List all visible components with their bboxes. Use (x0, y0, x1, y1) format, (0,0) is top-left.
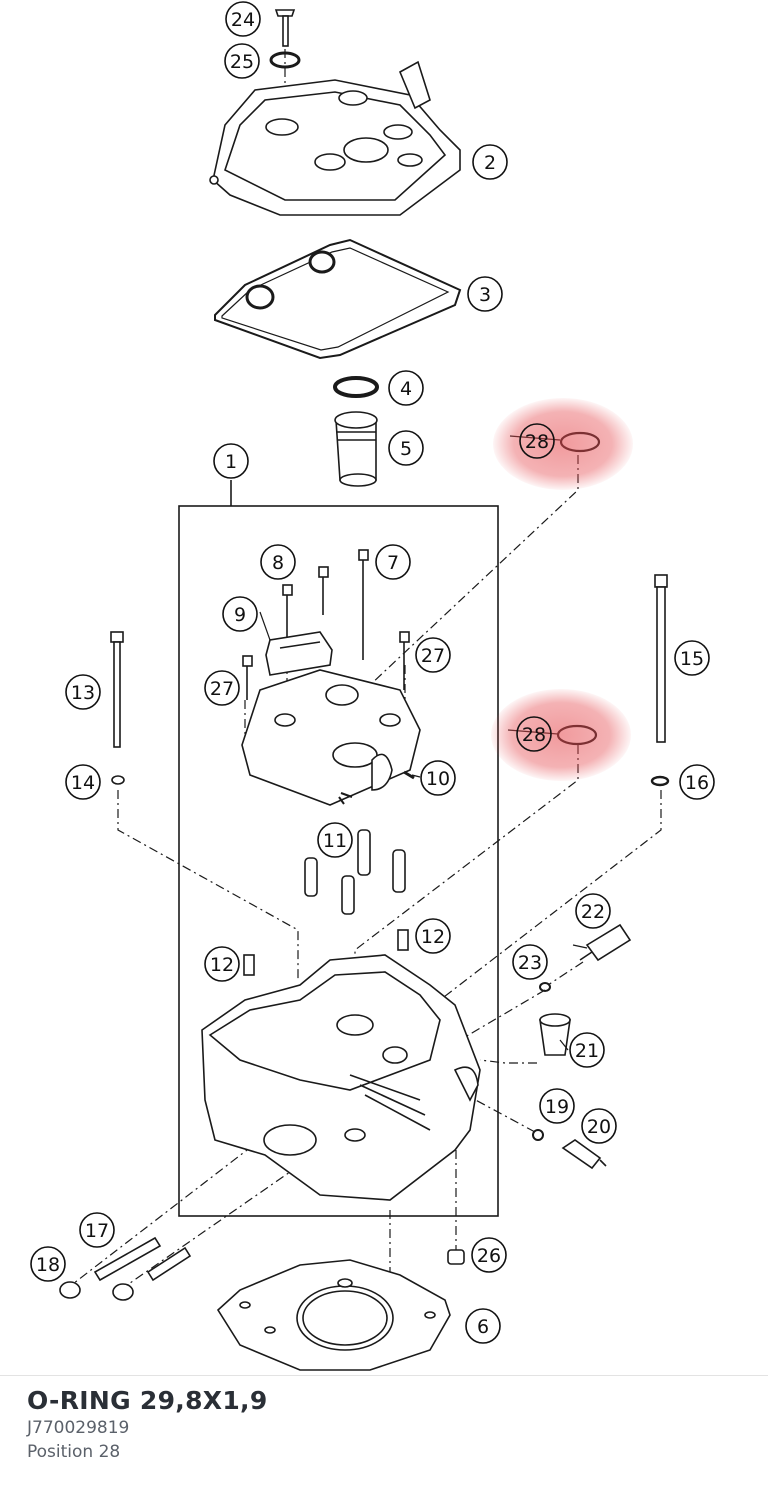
callout-label: 24 (231, 9, 255, 31)
callout-label: 5 (400, 438, 412, 460)
washer-16 (650, 775, 670, 787)
callout-20[interactable]: 20 (581, 1108, 617, 1144)
cap-26 (447, 1249, 465, 1265)
bolts-camshaft-bearing (242, 549, 410, 700)
washer-14 (111, 775, 125, 785)
callout-19[interactable]: 19 (539, 1088, 575, 1124)
screw-10a (338, 792, 353, 805)
callout-label: 11 (323, 830, 347, 852)
callout-label: 20 (587, 1116, 611, 1138)
callout-label: 8 (272, 552, 284, 574)
screw-10b (403, 770, 415, 780)
callout-label: 3 (479, 284, 491, 306)
callout-label: 1 (225, 451, 237, 473)
gasket-3 (214, 238, 462, 360)
callout-12[interactable]: 12 (415, 918, 451, 954)
callout-label: 10 (426, 768, 450, 790)
callout-8[interactable]: 8 (260, 544, 296, 580)
callout-28[interactable]: 28 (519, 423, 555, 459)
callout-label: 25 (230, 51, 254, 73)
callout-21[interactable]: 21 (569, 1032, 605, 1068)
callout-27[interactable]: 27 (415, 637, 451, 673)
callout-label: 17 (85, 1220, 109, 1242)
screw-24 (274, 9, 296, 47)
callout-22[interactable]: 22 (575, 893, 611, 929)
callout-label: 6 (477, 1316, 489, 1338)
callout-label: 19 (545, 1096, 569, 1118)
part-number: J770029819 (27, 1418, 130, 1438)
callout-28[interactable]: 28 (516, 716, 552, 752)
chain-tensioner-9 (265, 631, 333, 676)
part-name: O-RING 29,8X1,9 (27, 1386, 268, 1415)
oring-4 (333, 376, 379, 398)
cylinder-head (201, 954, 481, 1201)
washer-19 (532, 1129, 544, 1141)
callout-14[interactable]: 14 (65, 764, 101, 800)
callout-label: 12 (421, 926, 445, 948)
callout-label: 14 (71, 772, 95, 794)
callout-label: 22 (581, 901, 605, 923)
bolt-13 (110, 631, 124, 748)
pins-17 (93, 1236, 192, 1282)
dowel-12b (397, 929, 409, 951)
part-position: Position 28 (27, 1442, 121, 1462)
callout-label: 9 (234, 604, 246, 626)
callout-1[interactable]: 1 (213, 443, 249, 479)
callout-label: 28 (525, 431, 549, 453)
callout-label: 16 (685, 772, 709, 794)
callout-label: 21 (575, 1040, 599, 1062)
callout-10[interactable]: 10 (420, 760, 456, 796)
callout-18[interactable]: 18 (30, 1246, 66, 1282)
bolt-15 (654, 574, 668, 743)
callout-11[interactable]: 11 (317, 822, 353, 858)
callout-27[interactable]: 27 (204, 670, 240, 706)
callout-26[interactable]: 26 (471, 1237, 507, 1273)
callout-label: 23 (518, 952, 542, 974)
callout-17[interactable]: 17 (79, 1212, 115, 1248)
callout-23[interactable]: 23 (512, 944, 548, 980)
callout-9[interactable]: 9 (222, 596, 258, 632)
callout-label: 13 (71, 682, 95, 704)
callout-25[interactable]: 25 (224, 43, 260, 79)
part-info-panel: O-RING 29,8X1,9 J770029819 Position 28 (27, 1386, 268, 1463)
dowel-12a (243, 954, 255, 976)
callout-label: 18 (36, 1254, 60, 1276)
exploded-parts-diagram: 2425234528187927271315281410161122121223… (30, 1, 715, 1371)
callout-24[interactable]: 24 (225, 1, 261, 37)
callout-label: 12 (210, 954, 234, 976)
callout-label: 27 (210, 678, 234, 700)
head-gasket-6 (216, 1259, 451, 1371)
divider (0, 1375, 768, 1376)
callout-13[interactable]: 13 (65, 674, 101, 710)
bearing-bridge (241, 669, 421, 806)
highlight-28-lower (491, 689, 631, 781)
washer-25 (269, 51, 301, 69)
callout-3[interactable]: 3 (467, 276, 503, 312)
sensor-22 (579, 923, 632, 962)
valve-guides-11 (304, 829, 406, 915)
assembly-frame (178, 505, 499, 1217)
washer-23 (539, 982, 551, 992)
callout-5[interactable]: 5 (388, 430, 424, 466)
callout-label: 7 (387, 552, 399, 574)
callout-label: 15 (680, 648, 704, 670)
callout-6[interactable]: 6 (465, 1308, 501, 1344)
callout-label: 28 (522, 724, 546, 746)
callout-2[interactable]: 2 (472, 144, 508, 180)
callout-4[interactable]: 4 (388, 370, 424, 406)
callout-label: 26 (477, 1245, 501, 1267)
callout-12[interactable]: 12 (204, 946, 240, 982)
callout-label: 27 (421, 645, 445, 667)
sleeve-5 (334, 411, 378, 487)
valve-cover-2 (209, 60, 461, 216)
callout-16[interactable]: 16 (679, 764, 715, 800)
nuts-18 (59, 1281, 134, 1301)
callout-label: 4 (400, 378, 412, 400)
callout-label: 2 (484, 152, 496, 174)
callout-15[interactable]: 15 (674, 640, 710, 676)
callout-7[interactable]: 7 (375, 544, 411, 580)
sensor-20 (561, 1139, 607, 1170)
sleeve-21 (539, 1013, 571, 1056)
highlight-28-upper (493, 398, 633, 490)
